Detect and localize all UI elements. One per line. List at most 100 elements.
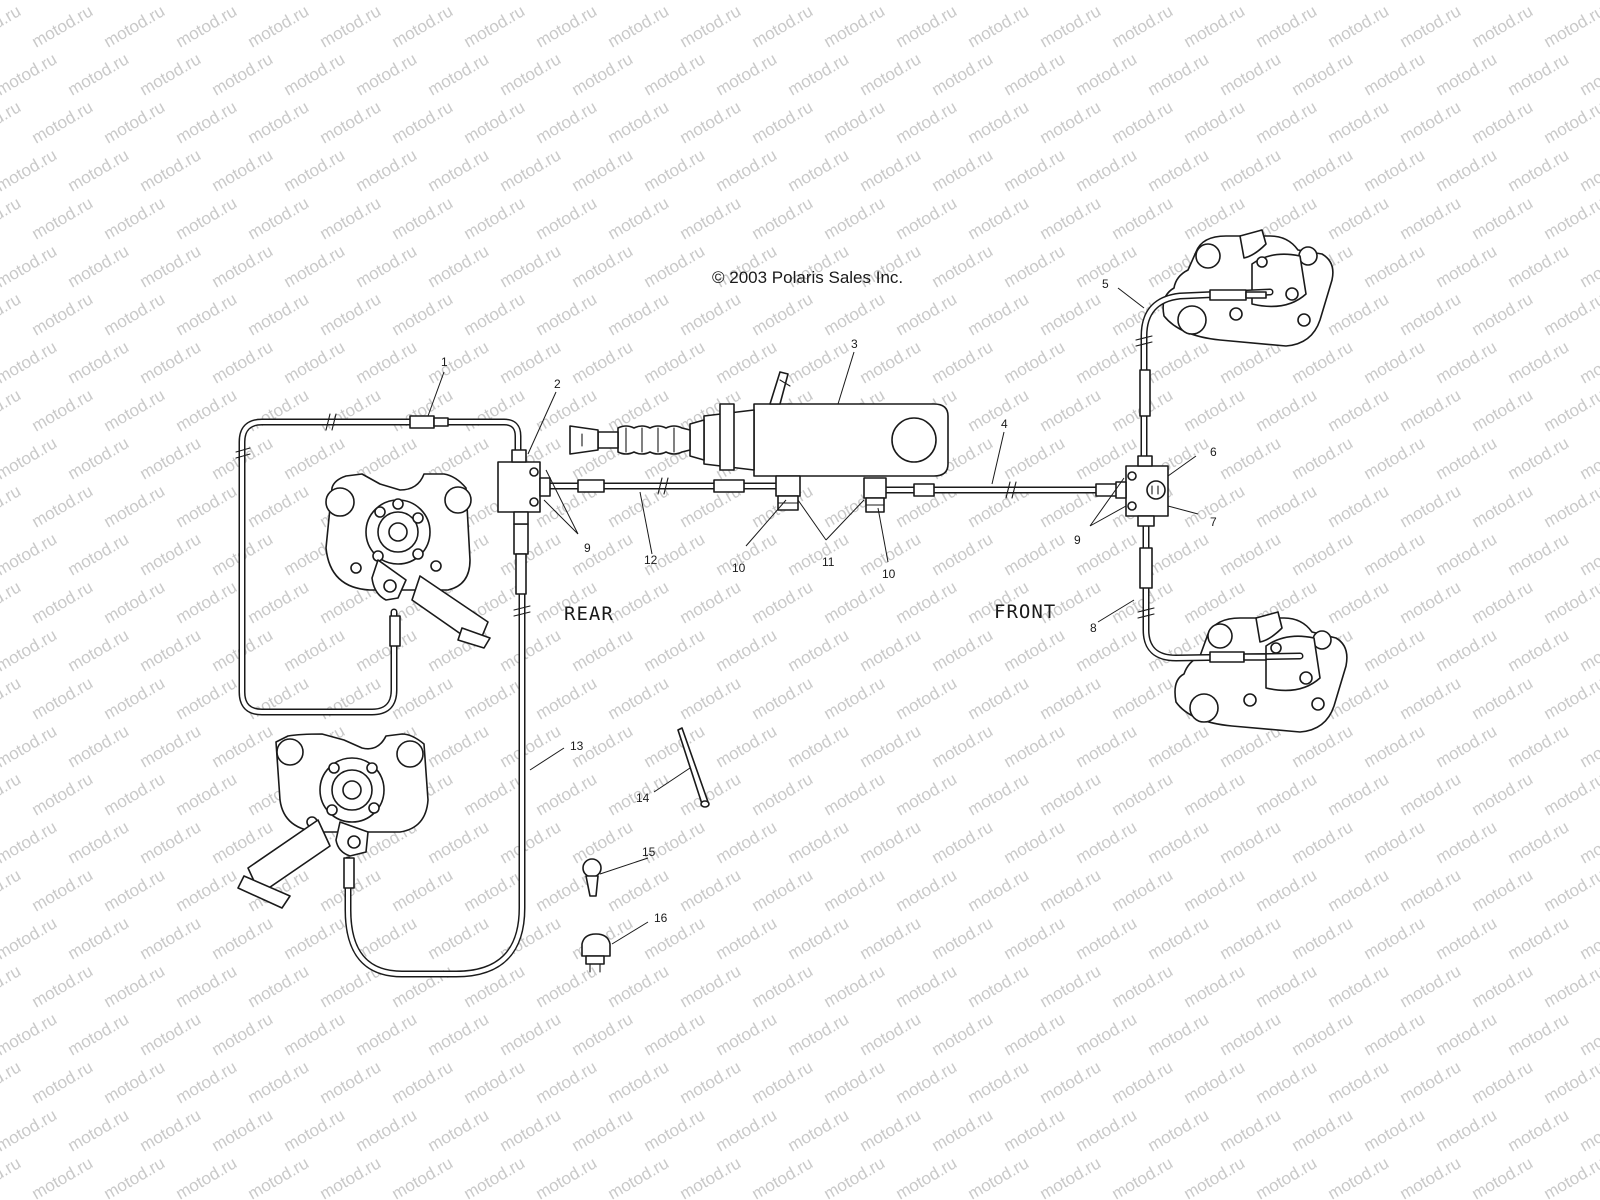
watermark-text: motod.ru [461, 1, 529, 51]
watermark-text: motod.ru [497, 817, 565, 867]
watermark-text: motod.ru [0, 385, 24, 435]
watermark-text: motod.ru [1469, 961, 1537, 1011]
watermark-text: motod.ru [1577, 337, 1600, 387]
watermark-text: motod.ru [857, 913, 925, 963]
watermark-text: motod.ru [569, 817, 637, 867]
watermark-text: motod.ru [1109, 865, 1177, 915]
watermark-text: motod.ru [1001, 913, 1069, 963]
watermark-text: motod.ru [389, 193, 457, 243]
callout-9-front: 9 [1074, 533, 1081, 547]
watermark-text: motod.ru [1073, 1105, 1141, 1155]
watermark-text: motod.ru [101, 961, 169, 1011]
watermark-text: motod.ru [1181, 769, 1249, 819]
watermark-text: motod.ru [929, 1105, 997, 1155]
watermark-text: motod.ru [1541, 481, 1600, 531]
watermark-text: motod.ru [749, 289, 817, 339]
watermark-text: motod.ru [749, 769, 817, 819]
watermark-text: motod.ru [137, 49, 205, 99]
watermark-text: motod.ru [0, 49, 60, 99]
watermark-text: motod.ru [929, 721, 997, 771]
watermark-text: motod.ru [65, 625, 133, 675]
watermark-text: motod.ru [1505, 145, 1573, 195]
watermark-text: motod.ru [1505, 913, 1573, 963]
watermark-text: motod.ru [965, 193, 1033, 243]
watermark-text: motod.ru [569, 0, 637, 3]
watermark-text: motod.ru [893, 769, 961, 819]
watermark-text: motod.ru [1325, 193, 1393, 243]
watermark-text: motod.ru [1253, 1, 1321, 51]
watermark-text: motod.ru [965, 1, 1033, 51]
watermark-text: motod.ru [317, 1057, 385, 1107]
watermark-text: motod.ru [209, 913, 277, 963]
watermark-text: motod.ru [1145, 721, 1213, 771]
watermark-text: motod.ru [1505, 1009, 1573, 1059]
watermark-text: motod.ru [101, 193, 169, 243]
watermark-text: motod.ru [29, 1057, 97, 1107]
watermark-text: motod.ru [1541, 961, 1600, 1011]
watermark-text: motod.ru [0, 1105, 60, 1155]
watermark-text: motod.ru [137, 625, 205, 675]
watermark-text: motod.ru [1361, 625, 1429, 675]
watermark-text: motod.ru [1073, 1009, 1141, 1059]
watermark-text: motod.ru [1433, 337, 1501, 387]
watermark-text: motod.ru [713, 721, 781, 771]
watermark-text: motod.ru [1181, 1057, 1249, 1107]
watermark-text: motod.ru [0, 337, 60, 387]
watermark-text: motod.ru [1433, 145, 1501, 195]
watermark-text: motod.ru [353, 145, 421, 195]
watermark-text: motod.ru [569, 625, 637, 675]
watermark-text: motod.ru [245, 673, 313, 723]
watermark-text: motod.ru [1505, 721, 1573, 771]
watermark-text: motod.ru [785, 0, 853, 3]
watermark-text: motod.ru [497, 0, 565, 3]
watermark-text: motod.ru [1325, 97, 1393, 147]
callout-8: 8 [1090, 621, 1097, 635]
watermark-text: motod.ru [569, 1009, 637, 1059]
watermark-text: motod.ru [137, 721, 205, 771]
callout-16: 16 [654, 911, 668, 925]
watermark-text: motod.ru [857, 49, 925, 99]
watermark-text: motod.ru [713, 337, 781, 387]
callout-labels: 1 2 3 4 5 6 7 8 9 9 10 10 11 12 13 14 15… [441, 277, 1217, 925]
watermark-text: motod.ru [785, 625, 853, 675]
watermark-text: motod.ru [1541, 1, 1600, 51]
watermark-text: motod.ru [317, 673, 385, 723]
watermark-text: motod.ru [0, 97, 24, 147]
watermark-text: motod.ru [1541, 193, 1600, 243]
watermark-text: motod.ru [533, 97, 601, 147]
watermark-text: motod.ru [1037, 97, 1105, 147]
watermark-text: motod.ru [749, 1, 817, 51]
watermark-text: motod.ru [353, 241, 421, 291]
watermark-text: motod.ru [101, 385, 169, 435]
watermark-text: motod.ru [1505, 0, 1573, 3]
watermark-text: motod.ru [641, 625, 709, 675]
watermark-text: motod.ru [929, 913, 997, 963]
watermark-text: motod.ru [821, 1153, 889, 1200]
watermark-text: motod.ru [1469, 1057, 1537, 1107]
watermark-text: motod.ru [353, 1105, 421, 1155]
watermark-text: motod.ru [821, 193, 889, 243]
watermark-text: motod.ru [101, 289, 169, 339]
watermark-text: motod.ru [65, 721, 133, 771]
watermark-text: motod.ru [1325, 865, 1393, 915]
watermark-text: motod.ru [245, 193, 313, 243]
watermark-text: motod.ru [65, 1105, 133, 1155]
watermark-text: motod.ru [641, 0, 709, 3]
watermark-text: motod.ru [1037, 961, 1105, 1011]
watermark-text: motod.ru [425, 1009, 493, 1059]
watermark-text: motod.ru [677, 289, 745, 339]
rear-lower-caliper [237, 733, 429, 909]
watermark-text: motod.ru [1577, 529, 1600, 579]
watermark-text: motod.ru [497, 625, 565, 675]
brake-lines [235, 288, 1304, 978]
watermark-text: motod.ru [281, 433, 349, 483]
watermark-text: motod.ru [137, 817, 205, 867]
watermark-text: motod.ru [713, 529, 781, 579]
watermark-text: motod.ru [1361, 817, 1429, 867]
watermark-text: motod.ru [1433, 241, 1501, 291]
watermark-text: motod.ru [497, 145, 565, 195]
watermark-text: motod.ru [641, 1105, 709, 1155]
watermark-text: motod.ru [137, 913, 205, 963]
watermark-text: motod.ru [893, 1057, 961, 1107]
